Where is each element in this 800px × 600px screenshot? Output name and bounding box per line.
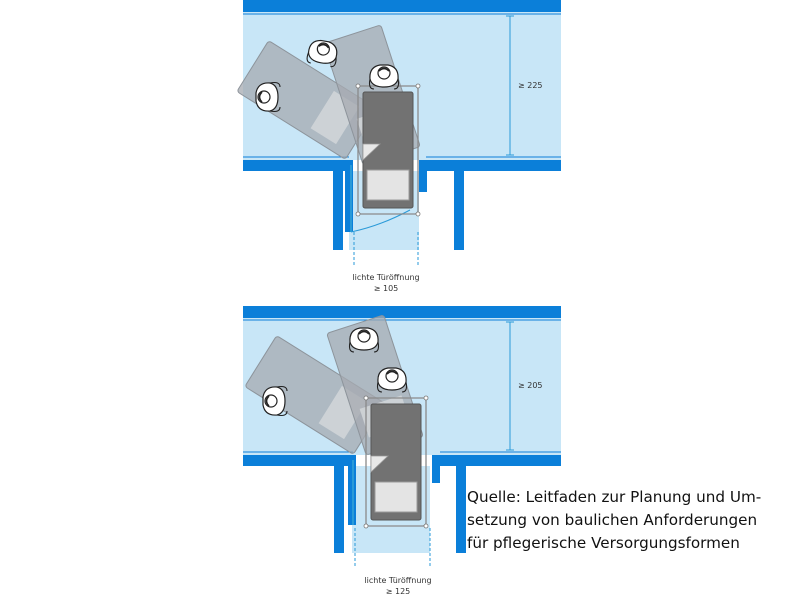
room-wall-right xyxy=(454,171,464,250)
door-width-dimension: lichte Türöffnung ≥ 105 xyxy=(352,232,420,293)
door-frame-left xyxy=(345,160,353,232)
corridor-top-wall xyxy=(243,0,561,12)
room-wall-left xyxy=(333,171,343,250)
hospital-bed xyxy=(363,395,429,529)
door-width-label-line2: ≥ 105 xyxy=(374,284,399,293)
door-swing-arc xyxy=(350,209,411,233)
diagram-wide-door: ≥ 205 lichte Türöffnung ≥ 125 xyxy=(243,306,561,596)
corridor-width-label: ≥ 225 xyxy=(518,81,543,90)
room-wall-right xyxy=(456,466,466,553)
corridor-bottom-wall-right xyxy=(426,160,561,171)
corridor-top-wall xyxy=(243,306,561,318)
door-width-dimension: lichte Türöffnung ≥ 125 xyxy=(354,528,432,596)
corridor-bottom-wall-right xyxy=(440,455,561,466)
door-width-label-line2: ≥ 125 xyxy=(386,587,411,596)
corridor-bottom-wall-left xyxy=(243,160,349,171)
room-wall-left xyxy=(334,466,344,553)
source-line-2: setzung von baulichen Anforderungen xyxy=(467,511,758,529)
door-frame-right xyxy=(432,455,440,483)
source-line-3: für pflegerische Versorgungsformen xyxy=(467,534,740,552)
diagram-narrow-door: ≥ 225 lichte Türöffnung ≥ 105 xyxy=(236,0,561,293)
source-line-1: Quelle: Leitfaden zur Planung und Um- xyxy=(467,488,762,506)
corridor-bottom-wall-left xyxy=(243,455,353,466)
hospital-bed xyxy=(355,83,421,217)
door-frame-right xyxy=(419,160,427,192)
source-citation: Quelle: Leitfaden zur Planung und Um- se… xyxy=(467,486,797,555)
corridor-width-dimension: ≥ 205 xyxy=(506,321,543,451)
corridor-width-dimension: ≥ 225 xyxy=(506,15,543,156)
corridor-width-label: ≥ 205 xyxy=(518,381,543,390)
door-width-label-line1: lichte Türöffnung xyxy=(364,576,431,585)
door-width-label-line1: lichte Türöffnung xyxy=(352,273,419,282)
